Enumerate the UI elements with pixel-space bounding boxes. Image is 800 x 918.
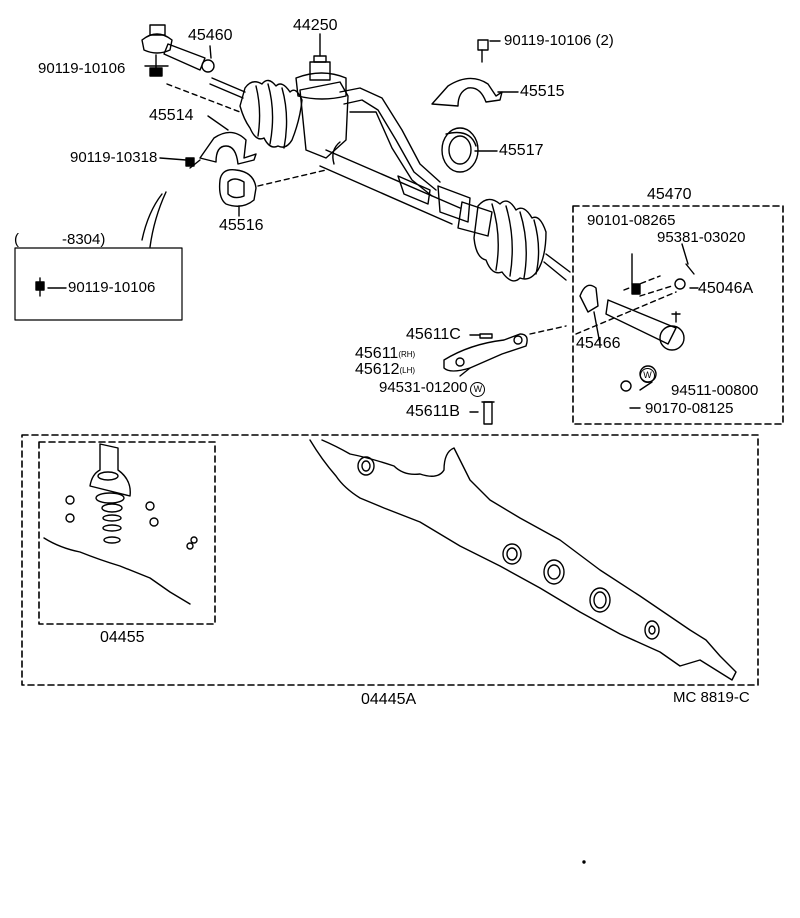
label-45460: 45460 [188, 27, 233, 44]
washer-mark-1: W [470, 382, 486, 397]
label-45612: 45612(LH) [355, 361, 416, 378]
bushing-45516 [218, 169, 257, 207]
rack-repair-kit-box [21, 434, 759, 686]
label-90119-10106-top: 90119-10106 [38, 60, 126, 77]
label-44250: 44250 [293, 17, 338, 34]
label-45517: 45517 [499, 142, 544, 159]
bolt-90119-10318 [185, 157, 195, 167]
label-90119-10318: 90119-10318 [70, 149, 158, 166]
knuckle-arm [443, 333, 528, 425]
rack-housing [239, 55, 571, 282]
label-45516: 45516 [219, 217, 264, 234]
label-45611: 45611(RH) [355, 345, 416, 362]
label-04445A: 04445A [361, 691, 417, 708]
bushing-45517 [441, 127, 479, 173]
label-90119-10106-box: 90119-10106 [68, 279, 156, 296]
assembly-dash-lines [166, 83, 677, 335]
label-90170-08125: 90170-08125 [645, 400, 734, 417]
label-94511-00800: 94511-00800 [671, 382, 759, 399]
label-95381-03020: 95381-03020 [657, 229, 746, 246]
label-45611C: 45611C [406, 326, 461, 343]
label-45046A: 45046A [698, 280, 754, 297]
label-45470: 45470 [647, 186, 692, 203]
label-45466: 45466 [576, 335, 621, 352]
leader-lines [47, 33, 699, 413]
range-inset-box [14, 247, 183, 321]
bolt-90119-10106-pair [477, 39, 489, 63]
range-open-paren: ( [14, 231, 19, 248]
washer-mark-2-wrap: W [637, 366, 655, 383]
label-90119-10106-2: 90119-10106 (2) [504, 32, 614, 49]
bracket-45515 [431, 77, 503, 107]
label-04455: 04455 [100, 629, 145, 646]
label-45515: 45515 [520, 83, 565, 100]
bracket-45514 [189, 131, 257, 169]
left-tie-rod-end [141, 24, 215, 77]
tie-rod-left [209, 77, 246, 99]
speck [582, 860, 586, 864]
label-range-8304: -8304) [62, 231, 106, 248]
label-45514: 45514 [149, 107, 194, 124]
washer-mark-2: W [640, 368, 655, 383]
figure-code: MC 8819-C [673, 689, 750, 706]
label-90101-08265: 90101-08265 [587, 212, 676, 229]
label-45611B: 45611B [406, 403, 460, 420]
